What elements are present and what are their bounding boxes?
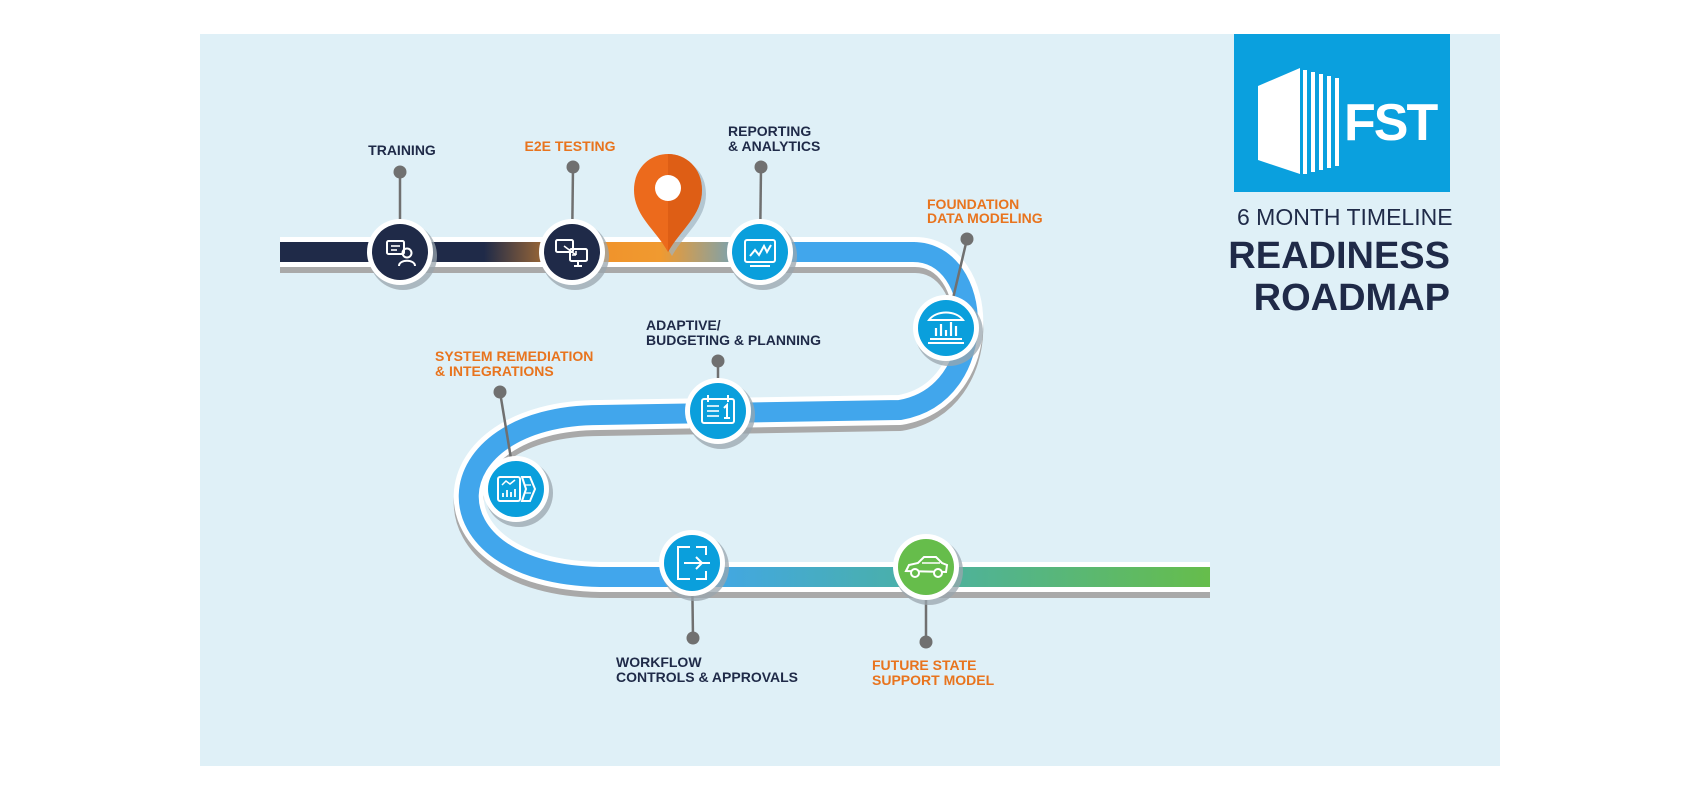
timeline-subtitle: 6 MONTH TIMELINE: [1237, 204, 1453, 230]
milestone-training: [367, 219, 437, 290]
milestone-label-system-remediation-line1: SYSTEM REMEDIATION: [435, 348, 593, 364]
calendar-list-icon: [701, 395, 735, 424]
roadmap-title-line2: ROADMAP: [1254, 277, 1450, 319]
connector-dot: [493, 385, 507, 399]
milestone-adaptive-budgeting: [685, 378, 755, 449]
milestone-label-workflow-controls-line1: WORKFLOW: [616, 654, 702, 670]
linked-monitors-icon: [555, 239, 588, 267]
connector-dot: [919, 635, 933, 649]
line-chart-icon: [744, 239, 776, 267]
milestones: [367, 219, 983, 605]
milestone-label-foundation-data-modeling-line1: FOUNDATION: [927, 196, 1019, 212]
milestone-label-future-state-line2: SUPPORT MODEL: [872, 672, 995, 688]
milestone-label-reporting-analytics-line2: & ANALYTICS: [728, 138, 820, 154]
fst-logo: FST: [1234, 34, 1450, 192]
milestone-label-foundation-data-modeling-line2: DATA MODELING: [927, 210, 1043, 226]
logo-pages-icon: [1258, 68, 1339, 174]
connector-dot: [754, 160, 768, 174]
milestone-system-remediation: [483, 456, 553, 527]
milestone-label-workflow-controls-line2: CONTROLS & APPROVALS: [616, 669, 798, 685]
milestone-future-state: [893, 534, 963, 605]
milestone-label-adaptive-budgeting-line1: ADAPTIVE/: [646, 317, 721, 333]
map-pin-icon: [634, 154, 706, 256]
building-chart-icon: [927, 311, 965, 344]
training-monitor-user-icon: [386, 240, 416, 267]
milestone-label-adaptive-budgeting-line2: BUDGETING & PLANNING: [646, 332, 821, 348]
connector-dot: [960, 232, 974, 246]
connector-dot: [686, 631, 700, 645]
milestone-label-training-line1: TRAINING: [368, 142, 436, 158]
connector-dot: [711, 354, 725, 368]
connector-dot: [566, 160, 580, 174]
milestone-label-e2e-testing-line1: E2E TESTING: [524, 138, 615, 154]
milestone-label-system-remediation-line2: & INTEGRATIONS: [435, 363, 554, 379]
milestone-labels: TRAINING E2E TESTING REPORTING& ANALYTICS F…: [368, 123, 1043, 688]
milestone-foundation-data-modeling: [913, 295, 983, 366]
logo-text: FST: [1344, 94, 1438, 152]
roadmap-title-line1: READINESS: [1228, 235, 1450, 277]
connector-dot: [393, 165, 407, 179]
workflow-box-arrow-icon: [677, 546, 710, 580]
car-icon: [904, 556, 949, 578]
milestone-label-reporting-analytics-line1: REPORTING: [728, 123, 811, 139]
milestone-e2e-testing: [539, 219, 609, 290]
milestone-workflow-controls: [659, 530, 729, 601]
dashboard-integration-icon: [497, 476, 537, 502]
milestone-reporting-analytics: [727, 219, 797, 290]
milestone-label-future-state-line1: FUTURE STATE: [872, 657, 976, 673]
